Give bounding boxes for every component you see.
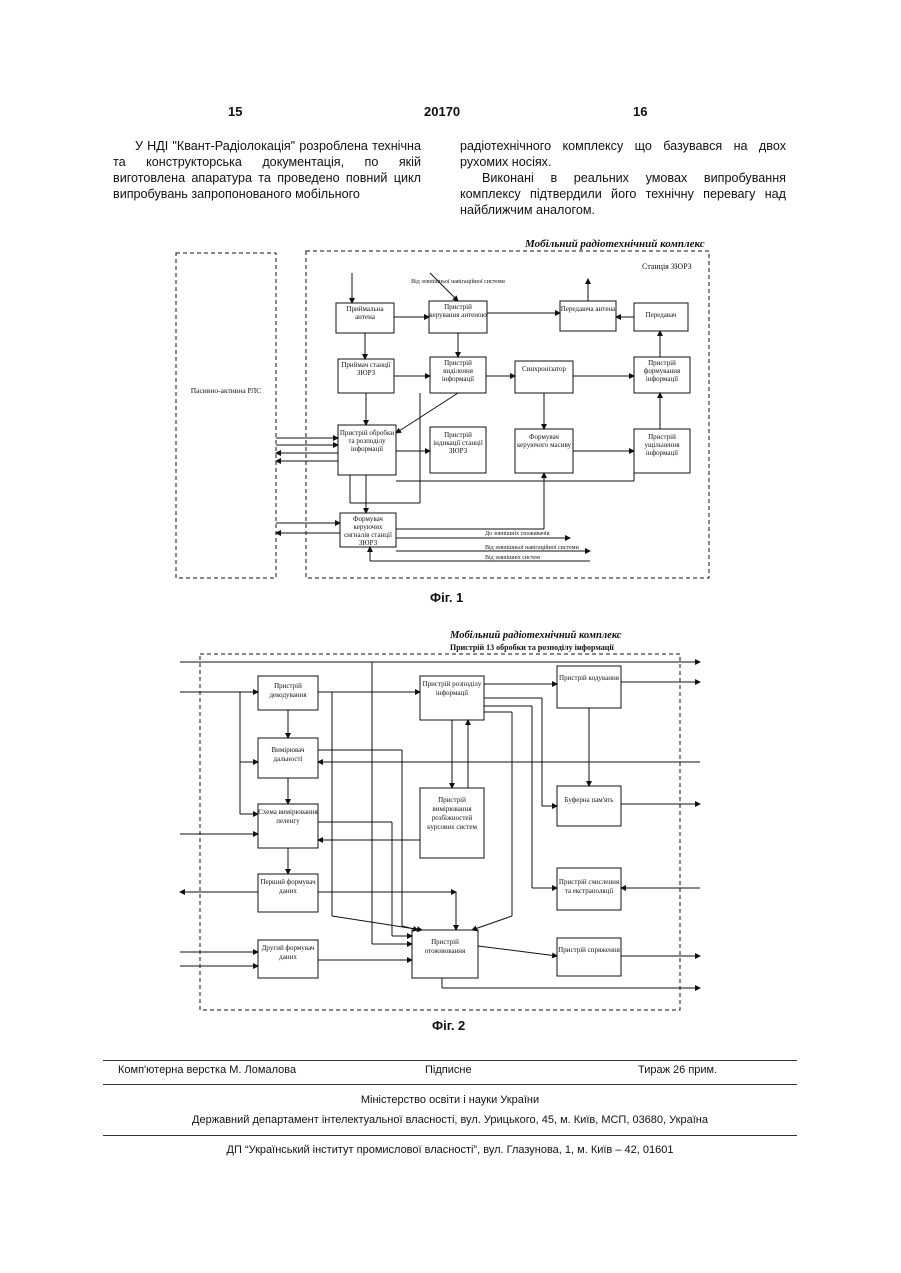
fig2-subtitle: Пристрій 13 обробки та розподілу інформа… bbox=[450, 643, 615, 652]
footer-department: Державний департамент інтелектуальної вл… bbox=[103, 1114, 797, 1126]
figure-1-diagram: Мобільний радіотехнічний комплекс Станці… bbox=[170, 233, 715, 583]
fig1-block-7-text: Передавач bbox=[634, 311, 688, 319]
footer-ministry: Міністерство освіти і науки України bbox=[103, 1094, 797, 1106]
page-number-right: 16 bbox=[633, 104, 647, 119]
fig2-block-26-text: Пристрій спряження bbox=[557, 946, 621, 955]
fig1-block-14-text: Формувач керуючого масиву bbox=[515, 433, 573, 449]
fig2-block-25-text: Пристрій счислення та екстраполяції bbox=[557, 878, 621, 896]
fig1-block-12-text: Формувач керуючих сигналів станції ЗЮРЗ bbox=[340, 515, 396, 547]
footer-institute: ДП “Український інститут промислової вла… bbox=[103, 1144, 797, 1156]
fig1-block-8-text: Приймач станції ЗЮРЗ bbox=[338, 361, 394, 377]
footer-rule-3 bbox=[103, 1135, 797, 1136]
fig2-block-22-text: Пристрій вимірювання розбіжностей курсов… bbox=[420, 796, 484, 832]
footer-circulation: Тираж 26 прим. bbox=[638, 1064, 717, 1076]
figure-1-caption: Фіг. 1 bbox=[430, 590, 463, 605]
fig2-block-18-text: Схема вимірювання пеленгу bbox=[258, 808, 318, 826]
fig2-block-21-text: Пристрій розподілу інформації bbox=[420, 680, 484, 698]
fig1-block-10-text: Пристрій формування інформації bbox=[634, 359, 690, 383]
fig2-block-23-text: Пристрій кодування bbox=[557, 674, 621, 683]
fig2-block-17-text: Вимірювач дальності bbox=[258, 740, 318, 764]
right-paragraph-2: Виконані в реальних умовах випробування … bbox=[460, 170, 786, 218]
fig1-from-nav-label: Від зовнішньої навігаційної системи bbox=[485, 544, 580, 551]
fig1-block-3-text: Приймальна антена bbox=[336, 305, 394, 321]
fig1-block-11-text: Пристрій індикації станції ЗЮРЗ bbox=[430, 431, 486, 455]
patent-number: 20170 bbox=[424, 104, 460, 119]
footer-layout: Комп'ютерна верстка М. Ломалова bbox=[118, 1064, 296, 1076]
fig1-frame-title: Мобільний радіотехнічний комплекс bbox=[524, 238, 705, 250]
fig1-block-15-text: Пристрій ущільнення інформації bbox=[634, 433, 690, 457]
right-column: радіотехнічного комплексу що базувався н… bbox=[460, 138, 786, 218]
footer-rule-1 bbox=[103, 1060, 797, 1061]
left-column: У НДІ "Квант-Радіолокація" розроблена те… bbox=[113, 138, 421, 202]
fig2-block-24-text: Буферна пам'ять bbox=[557, 796, 621, 805]
fig1-nav-top-label: Від зовнішньої навігаційної системи bbox=[411, 278, 506, 285]
fig2-block-20-text: Другий формувач даних bbox=[258, 944, 318, 962]
fig1-from-ext-label: Від зовнішніх систем bbox=[485, 555, 540, 561]
page-number-left: 15 bbox=[228, 104, 242, 119]
fig1-rls-label: Пасивно-активна РЛС bbox=[191, 386, 262, 395]
fig1-block-5-text: Пристрій керування антеною bbox=[429, 303, 487, 319]
left-paragraph: У НДІ "Квант-Радіолокація" розроблена те… bbox=[113, 138, 421, 202]
fig2-block-27-text: Пристрій отожнювання bbox=[412, 938, 478, 956]
footer-signed: Підписне bbox=[425, 1064, 472, 1076]
fig1-to-ext-label: До зовнішніх споживачів bbox=[485, 531, 550, 537]
fig2-frame-title: Мобільний радіотехнічний комплекс bbox=[449, 630, 622, 641]
fig1-block-13-text: Пристрій обробки та розподілу інформації bbox=[338, 429, 396, 453]
figure-2-caption: Фіг. 2 bbox=[432, 1018, 465, 1033]
right-paragraph-1: радіотехнічного комплексу що базувався н… bbox=[460, 138, 786, 170]
footer-rule-2 bbox=[103, 1084, 797, 1085]
fig2-block-16-text: Пристрій декодування bbox=[258, 678, 318, 700]
fig2-block-19-text: Перший формувач даних bbox=[258, 878, 318, 896]
rls-frame bbox=[176, 253, 276, 578]
fig1-block-9-text: Синхронізатор bbox=[515, 365, 573, 373]
fig1-station-label: Станція ЗЮРЗ bbox=[642, 262, 692, 271]
fig1-block-8b-text: Пристрій виділення інформації bbox=[430, 359, 486, 383]
fig1-block-4-text: Передаюча антена bbox=[560, 305, 616, 313]
figure-2-diagram: Мобільний радіотехнічний комплекс Пристр… bbox=[172, 626, 724, 1018]
